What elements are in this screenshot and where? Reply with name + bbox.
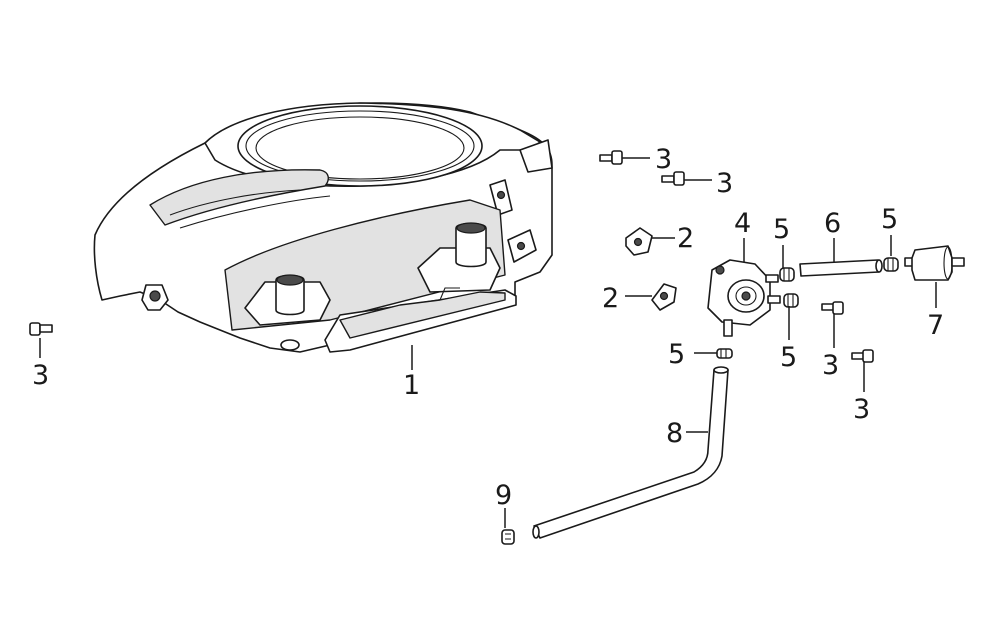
callout-3-top-a: 3 [655, 144, 672, 175]
callout-5-upper-left: 5 [773, 214, 790, 245]
callout-9-clip: 9 [495, 480, 512, 511]
callout-7-filter: 7 [927, 310, 944, 341]
callout-5-upper-right: 5 [881, 204, 898, 235]
callout-4-pump: 4 [734, 208, 751, 239]
fuel-pipe-part [799, 259, 883, 277]
bolt-part-low [851, 349, 874, 392]
bolt-part-top-b [661, 171, 712, 186]
fuel-filter-part [904, 245, 965, 281]
hose-clamp-upper-left [779, 267, 795, 282]
hose-clamp-lower-right [783, 293, 799, 308]
fuel-pump-part [707, 259, 781, 337]
callout-5-lower-right: 5 [780, 342, 797, 373]
hose-clamp-lower-left [716, 348, 733, 359]
callout-3-low: 3 [853, 394, 870, 425]
callout-2-lower: 2 [602, 283, 619, 314]
bolt-part-mid [821, 301, 844, 348]
blower-cover-part [93, 102, 553, 353]
clip-part-upper [625, 227, 653, 256]
clip-part-lower [651, 283, 677, 311]
callout-3-left: 3 [32, 360, 49, 391]
callout-3-mid: 3 [822, 350, 839, 381]
callout-6-pipe: 6 [824, 208, 841, 239]
bolt-part-top-a [599, 150, 650, 165]
hose-clamp-upper-right [883, 257, 899, 272]
callout-labels: 1 2 2 3 3 3 3 3 4 5 5 5 5 6 7 8 9 [32, 144, 944, 511]
fuel-hose-part [532, 366, 729, 539]
callout-3-top-b: 3 [716, 168, 733, 199]
bolt-part-left [29, 322, 53, 336]
callout-5-lower-left: 5 [668, 339, 685, 370]
callout-2-upper: 2 [677, 223, 694, 254]
callout-1-cover: 1 [403, 370, 420, 401]
hose-clip-part [501, 529, 515, 545]
callout-8-hose: 8 [666, 418, 683, 449]
leader-lines [39, 235, 937, 528]
